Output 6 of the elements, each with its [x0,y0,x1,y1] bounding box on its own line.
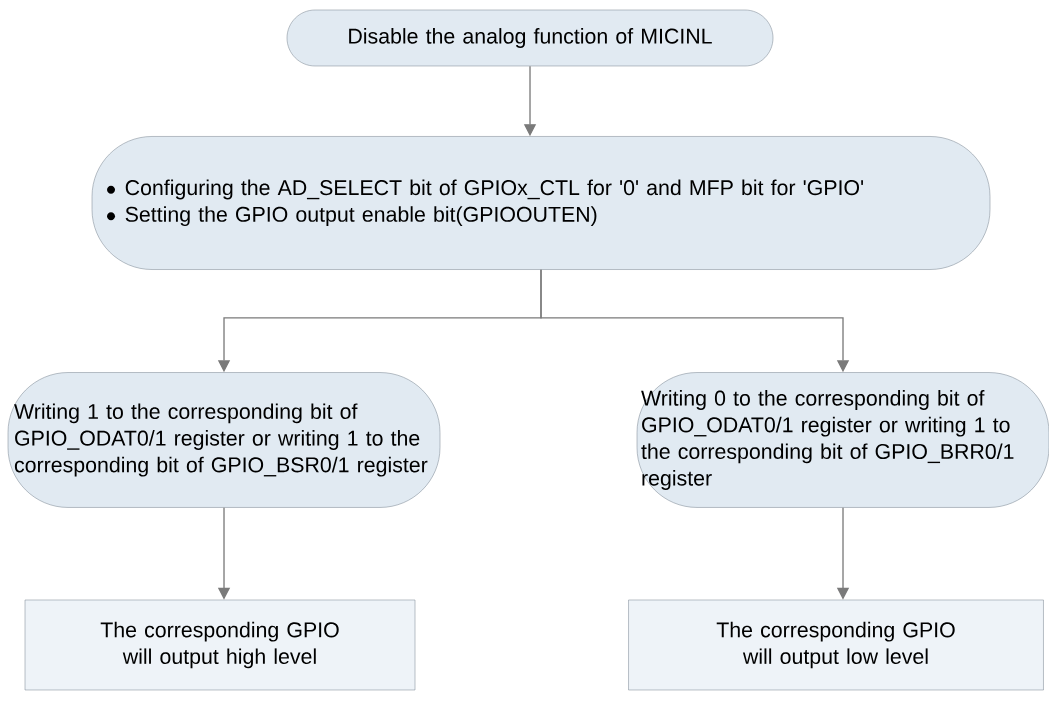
rounded-process-box: Disable the analog function of MICINL [286,9,774,67]
rounded-process-box: Writing 0 to the corresponding bit of GPIO_ODAT0/1 register or writing 1 to the corresponding bit of GPIO_BRR0/1 register [636,372,1049,508]
rounded-process-box: Writing 1 to the corresponding bit of GPIO_ODAT0/1 register or writing 1 to the corresponding bit of GPIO_BSR0/1 register [7,372,441,508]
process-box: The corresponding GPIO will output high level [24,599,416,691]
process-box: The corresponding GPIO will output low level [628,599,1044,691]
rounded-process-box: Configuring the AD_SELECT bit of GPIOx_CTL for '0' and MFP bit for 'GPIO' Setting the GPIO output enable bit(GPIOOUTEN) [91,136,991,270]
